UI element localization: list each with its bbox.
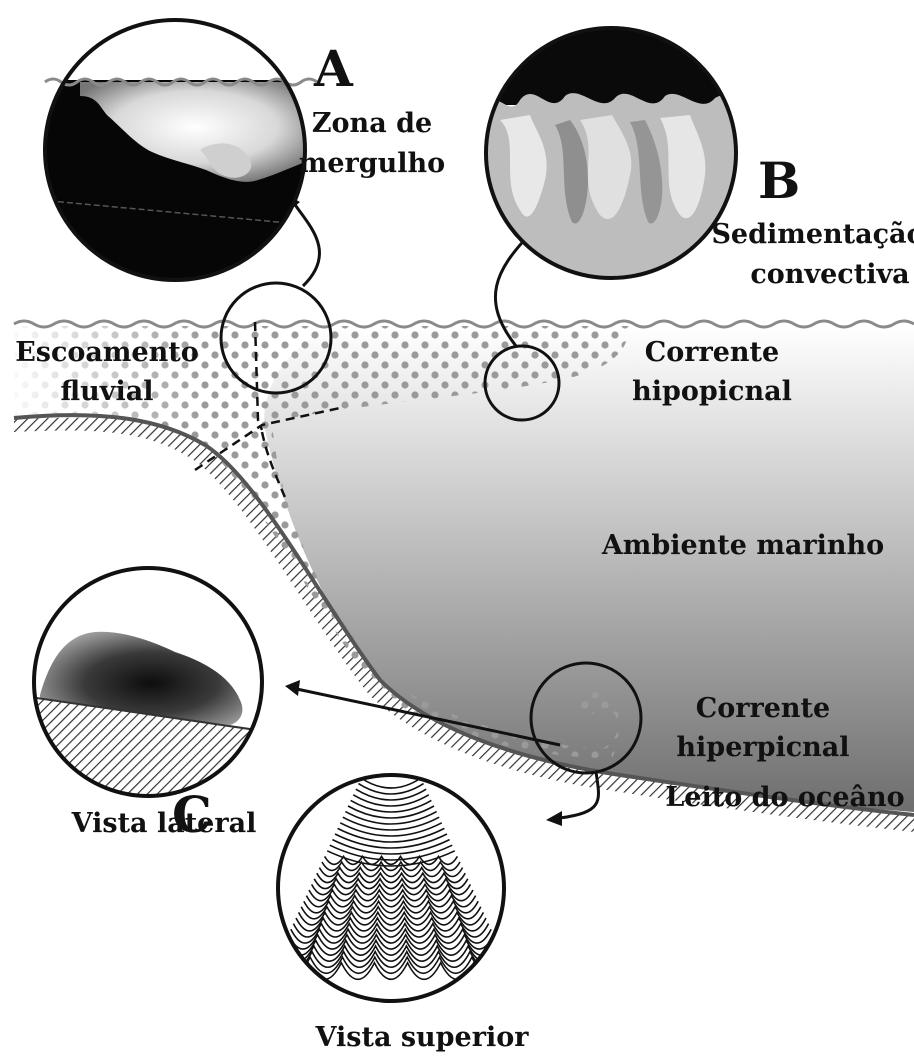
arrow-to-a: [292, 200, 319, 286]
label-hyperpycnal-line1: Corrente: [696, 693, 830, 724]
panel-a-caption-line2: mergulho: [299, 148, 445, 179]
panel-c-letter: C: [172, 785, 212, 844]
label-river-line1: Escoamento: [15, 337, 199, 368]
panel-c-top-zoom: [275, 770, 510, 1005]
label-seabed: Leito do oceâno: [665, 782, 904, 813]
label-hypopycnal-line2: hipopicnal: [632, 376, 792, 407]
arrowhead-c-side: [285, 680, 300, 696]
label-marine: Ambiente marinho: [601, 530, 884, 561]
label-hypopycnal-line1: Corrente: [645, 337, 779, 368]
arrowhead-c-top: [546, 811, 562, 826]
panel-b-caption-line2: convectiva: [750, 259, 909, 290]
panel-a-letter: A: [313, 39, 354, 98]
label-river-line2: fluvial: [61, 376, 154, 407]
panel-c-side-zoom: [30, 565, 270, 805]
panel-b-letter: B: [758, 151, 800, 210]
panel-a-zoom: [40, 20, 317, 290]
panel-b-caption-line1: Sedimentação: [711, 219, 914, 250]
panel-c-top-caption: Vista superior: [315, 1022, 530, 1053]
panel-c-side-caption: Vista lateral: [71, 808, 257, 839]
panel-a-caption-line1: Zona de: [312, 108, 432, 139]
label-hyperpycnal-line2: hiperpicnal: [676, 732, 849, 763]
